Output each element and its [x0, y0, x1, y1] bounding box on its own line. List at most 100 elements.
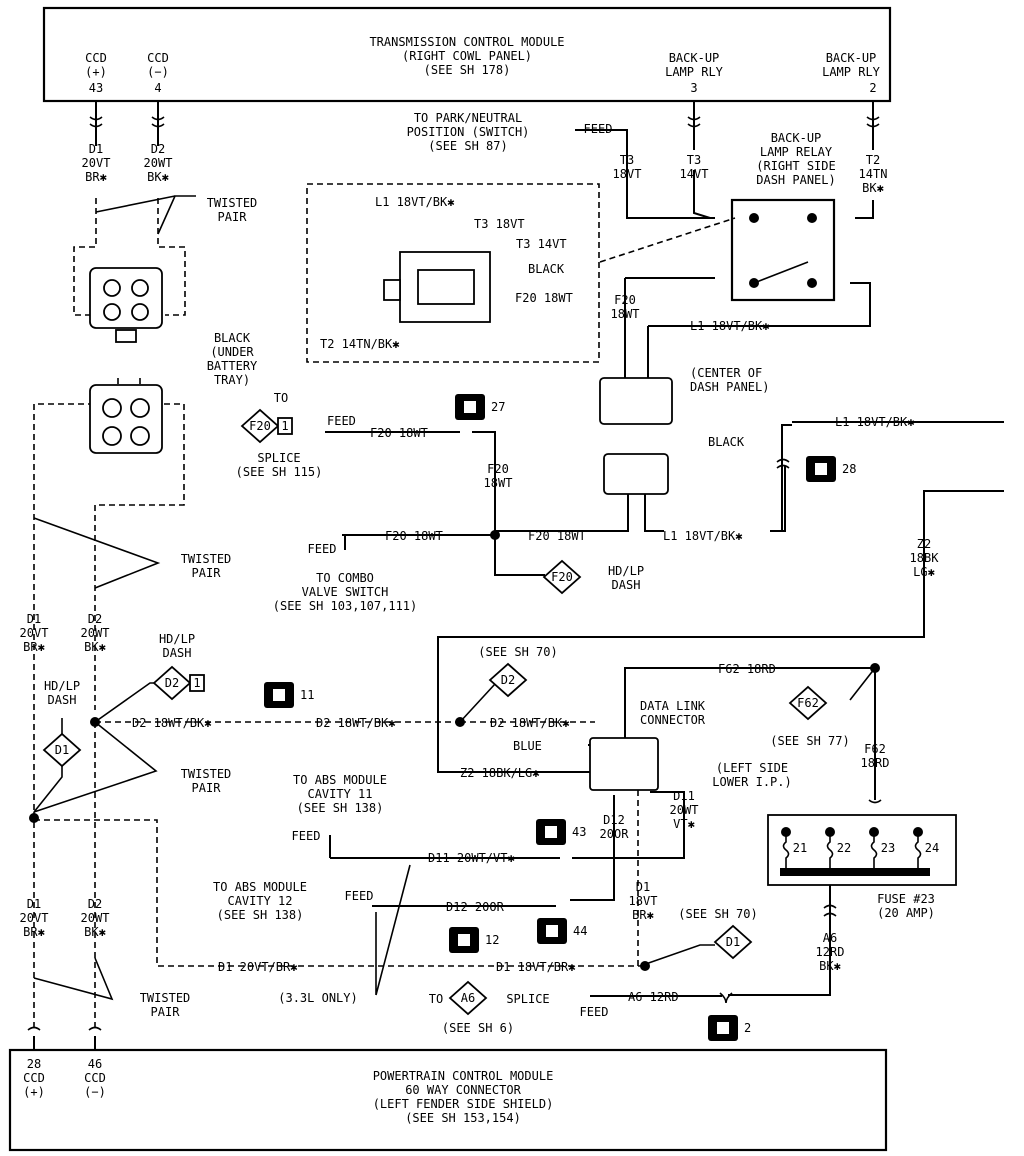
label-line: Z2 — [917, 537, 931, 551]
diamond-d1: D1 — [42, 732, 82, 768]
svg-text:43: 43 — [89, 81, 103, 95]
svg-text:(SEE SH 178): (SEE SH 178) — [424, 63, 511, 77]
svg-text:4: 4 — [154, 81, 161, 95]
badge-inner — [545, 826, 557, 838]
diamond-shape — [542, 559, 582, 595]
label-line: VT✱ — [673, 817, 695, 831]
badge-inner — [464, 401, 476, 413]
label-see-sh-6: (SEE SH 6) — [442, 1021, 514, 1035]
diamond-suffix-box — [277, 417, 293, 435]
label-line: 18WT — [611, 307, 640, 321]
label-line: D2 18WT/BK✱ — [316, 716, 395, 730]
diamond-label: F62 — [797, 696, 819, 710]
label-conn-t3-18: T3 18VT — [474, 217, 525, 231]
label-line: L1 18VT/BK✱ — [375, 195, 454, 209]
label-line: 14VT — [680, 167, 709, 181]
label-black-center: BLACK — [708, 435, 745, 449]
label-line: 20WT — [81, 626, 110, 640]
label-line: BR✱ — [23, 925, 45, 939]
label-line: SPLICE — [506, 992, 549, 1006]
label-line: F20 18WT — [385, 529, 443, 543]
label-line: 20WT — [670, 803, 699, 817]
badge-inner — [546, 925, 558, 937]
diamond-f62: F62 — [788, 685, 828, 721]
label-line: 18VT — [629, 894, 658, 908]
badge-inner — [273, 689, 285, 701]
svg-text:BACK-UP: BACK-UP — [669, 51, 720, 65]
label-line: T3 18VT — [474, 217, 525, 231]
badge-inner — [815, 463, 827, 475]
badge-number: 28 — [842, 462, 856, 476]
label-line: LAMP RELAY — [760, 145, 833, 159]
label-d1-20vt-br: D1 20VT/BR✱ — [218, 960, 297, 974]
wires — [27, 101, 1004, 1050]
label-see-sh-77: (SEE SH 77) — [770, 734, 849, 748]
label-line: A6 12RD — [628, 990, 679, 1004]
diamond-suffix: 1 — [193, 676, 200, 690]
svg-text:(−): (−) — [84, 1085, 106, 1099]
diamond-label: D1 — [726, 935, 740, 949]
connector-ref-44: 44 — [537, 918, 587, 944]
svg-text:(+): (+) — [85, 65, 107, 79]
label-line: D1 20VT/BR✱ — [218, 960, 297, 974]
label-line: BK✱ — [84, 640, 106, 654]
splice-dots — [29, 530, 880, 971]
label-line: BK✱ — [819, 959, 841, 973]
label-line: (20 AMP) — [877, 906, 935, 920]
label-line: (LEFT SIDE — [716, 761, 788, 775]
tcm-pin-ccd-minus: CCD (−) 4 — [147, 51, 169, 95]
diamond-label: D2 — [501, 673, 515, 687]
svg-text:28: 28 — [27, 1057, 41, 1071]
label-line: HD/LP — [44, 679, 80, 693]
label-line: A6 — [823, 931, 837, 945]
label-see-sh-70-bot: (SEE SH 70) — [678, 907, 757, 921]
label-line: D2 — [151, 142, 165, 156]
label-line: BK✱ — [147, 170, 169, 184]
label-d2-18wt-c: D2 18WT/BK✱ — [490, 716, 569, 730]
svg-text:CCD: CCD — [85, 51, 107, 65]
badge-inner — [717, 1022, 729, 1034]
powertrain-control-module-box — [8, 1048, 888, 1152]
tcm-pin-backup-2: BACK-UP LAMP RLY 2 — [822, 51, 881, 95]
label-line: TWISTED — [181, 552, 232, 566]
label-splice-115: SPLICE(SEE SH 115) — [236, 451, 323, 479]
label-l1-18vt-mid: L1 18VT/BK✱ — [690, 319, 769, 333]
fuse-pin-element — [782, 832, 790, 868]
label-fuse-23: FUSE #23(20 AMP) — [877, 892, 935, 920]
fuse-pin-number: 21 — [793, 841, 807, 855]
connector-ref-28: 28 — [806, 456, 856, 482]
fuse-block — [767, 814, 957, 886]
label-line: (SEE SH 70) — [678, 907, 757, 921]
label-line: DASH — [163, 646, 192, 660]
label-line: TO PARK/NEUTRAL — [414, 111, 522, 125]
label-d11-20wt: D11 20WT/VT✱ — [428, 851, 515, 865]
label-line: F62 — [864, 742, 886, 756]
label-line: FEED — [327, 414, 356, 428]
label-line: D1 — [89, 142, 103, 156]
label-line: D1 18VT/BR✱ — [496, 960, 575, 974]
diamond-suffix-box — [189, 674, 205, 692]
badge-number: 11 — [300, 688, 314, 702]
pcm-pin-28: 28 CCD (+) — [23, 1057, 45, 1099]
label-line: TRAY) — [214, 373, 250, 387]
connector-ref-12: 12 — [449, 927, 499, 953]
label-line: FEED — [292, 829, 321, 843]
badge-inner — [458, 934, 470, 946]
label-l1-18vt-low: L1 18VT/BK✱ — [663, 529, 742, 543]
label-line: (SEE SH 103,107,111) — [273, 599, 418, 613]
label-line: (UNDER — [210, 345, 254, 359]
